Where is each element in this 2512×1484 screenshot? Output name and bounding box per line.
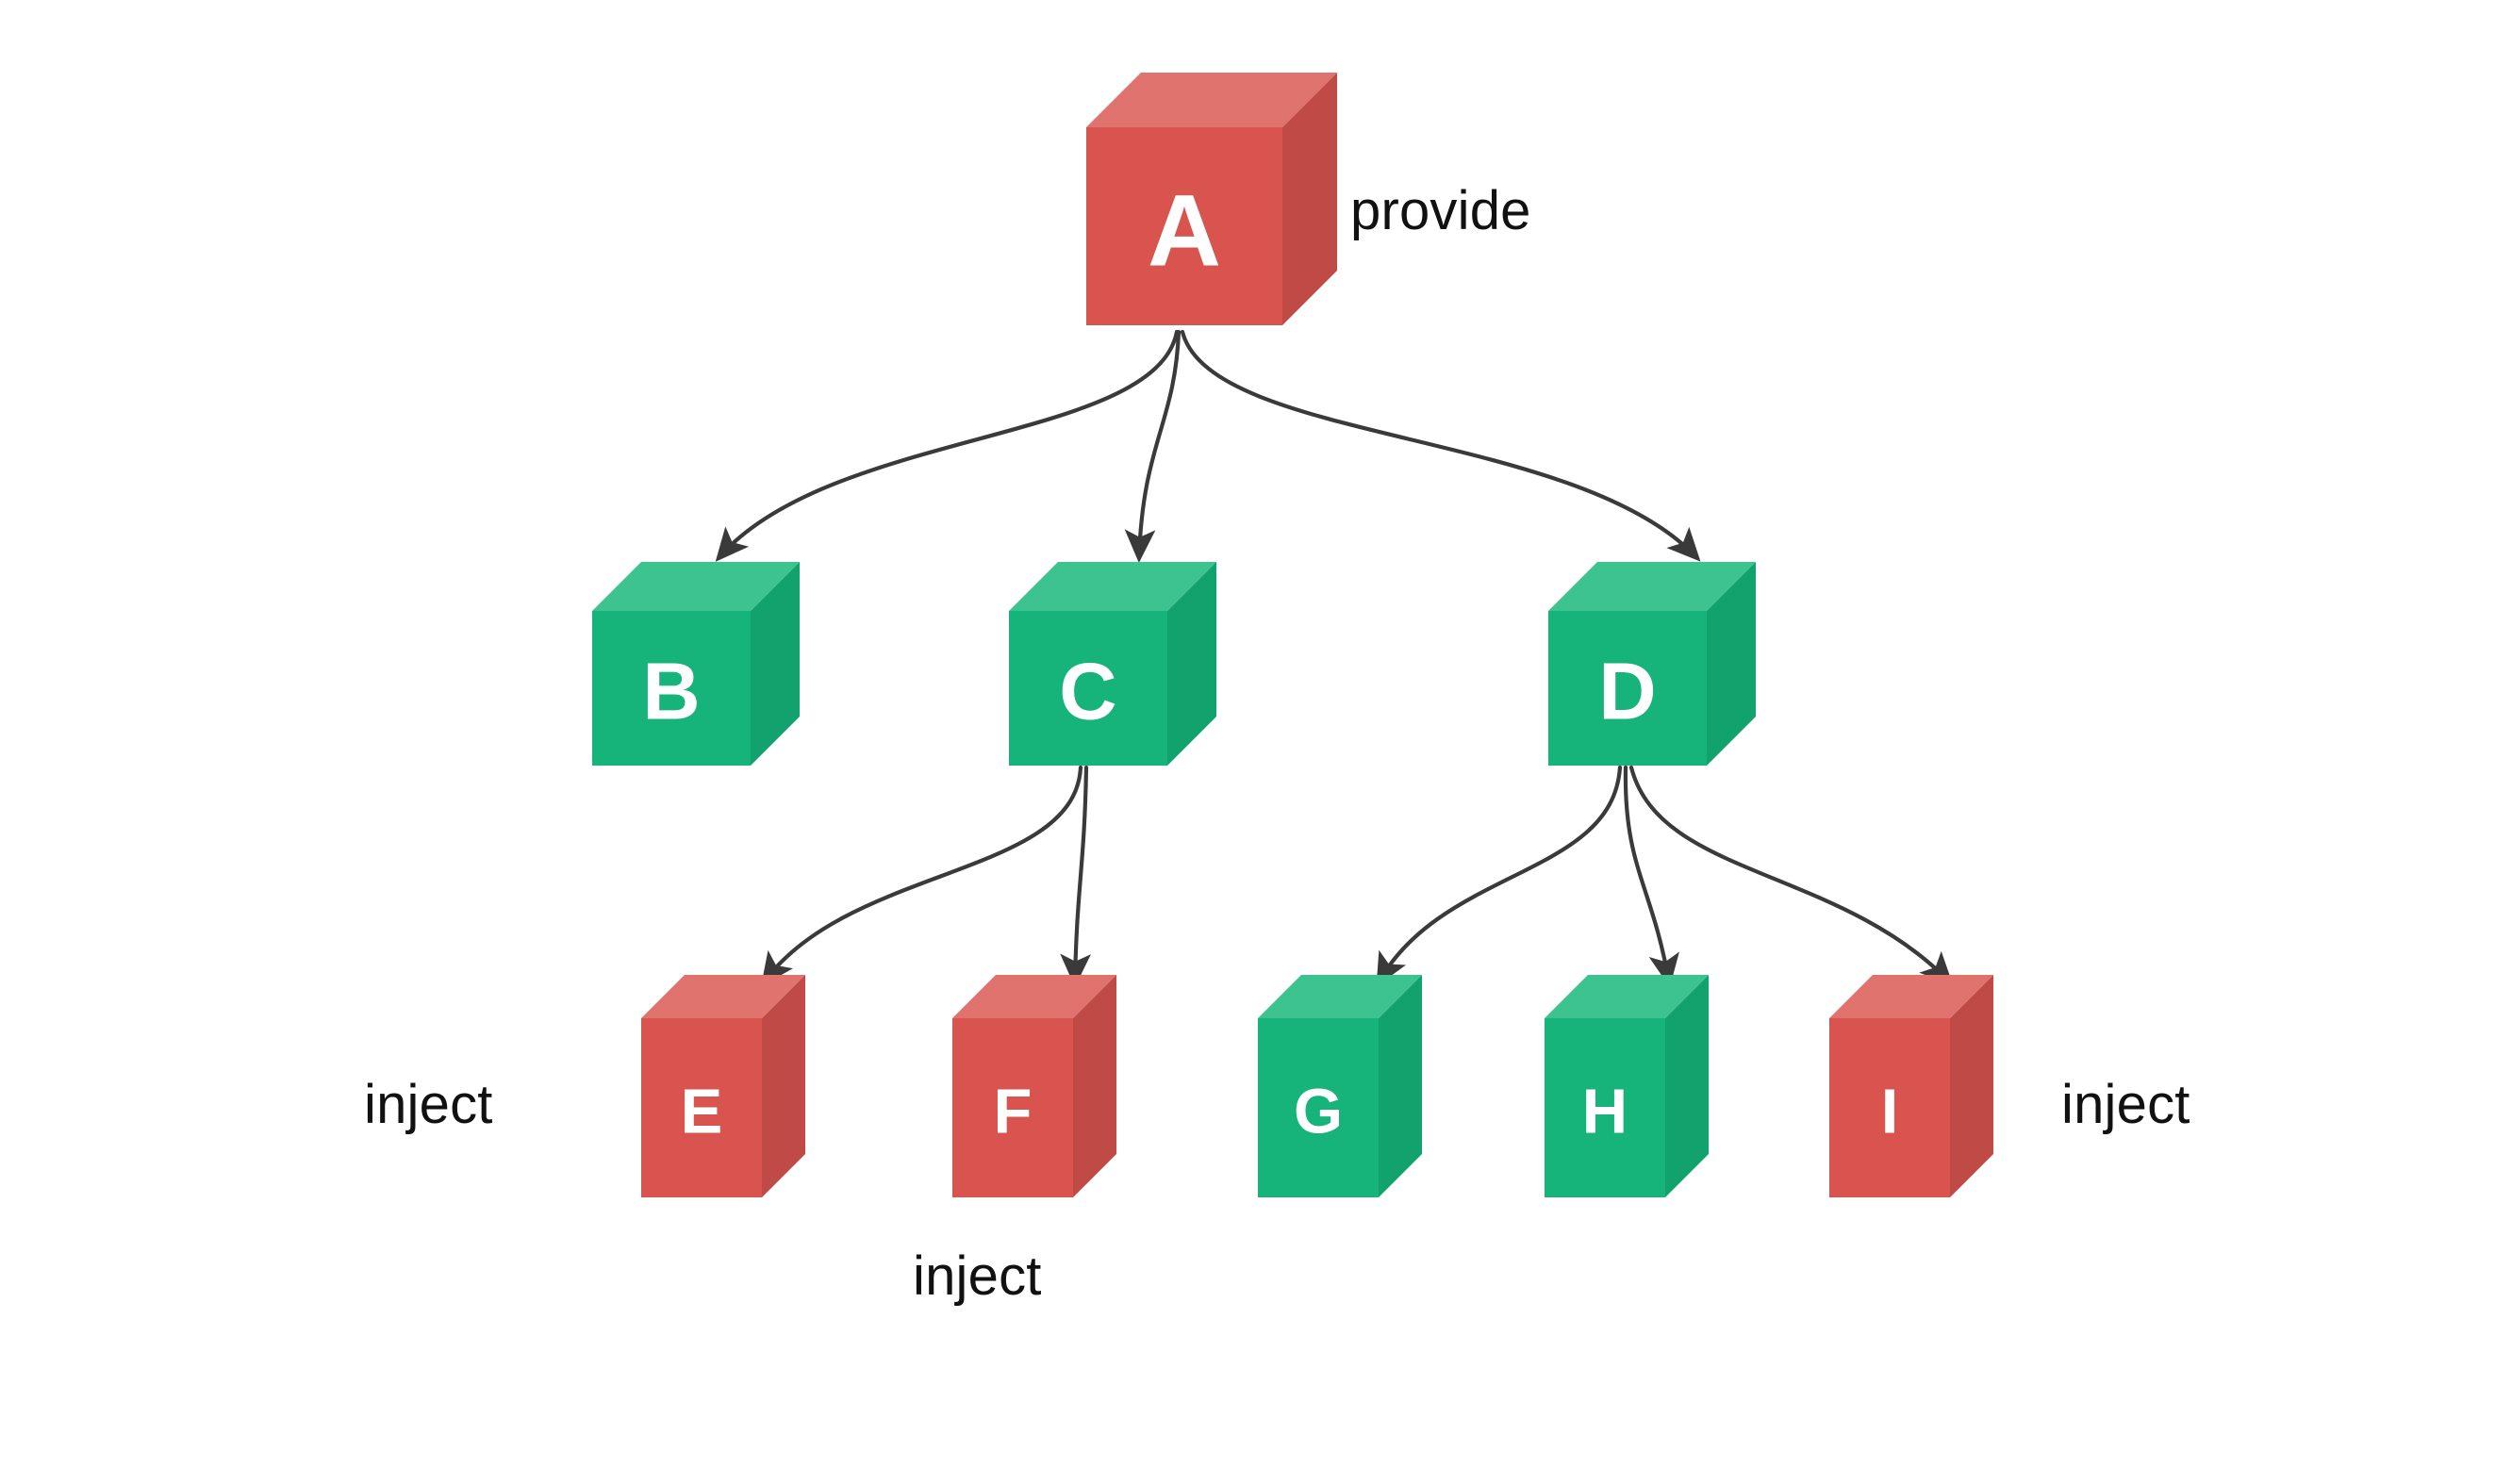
cube-front-face: [952, 1018, 1073, 1197]
cube-b-letter: B: [642, 648, 700, 737]
inject-label-left: inject: [364, 1074, 493, 1135]
cube-node-h[interactable]: H: [1545, 975, 1709, 1197]
cube-front-face: [1545, 1018, 1665, 1197]
cube-node-b[interactable]: B: [592, 562, 800, 766]
cube-front-face: [641, 1018, 762, 1197]
cube-i-letter: I: [1881, 1077, 1899, 1147]
cube-g-letter: G: [1294, 1077, 1343, 1147]
cube-e-shape: E: [641, 975, 805, 1197]
edge-a-to-b: [715, 329, 1180, 562]
edge-d-to-h: [1623, 765, 1679, 987]
cube-node-f[interactable]: F: [952, 975, 1116, 1197]
cube-top-face: [1009, 562, 1216, 611]
cube-d-letter: D: [1598, 648, 1656, 737]
cube-g-shape: G: [1258, 975, 1422, 1197]
edge-d-to-i: [1628, 765, 1954, 986]
cube-right-face: [1073, 975, 1116, 1197]
edge-c-to-f: [1060, 765, 1091, 988]
cube-node-i[interactable]: I: [1829, 975, 1993, 1197]
cube-right-face: [1167, 562, 1216, 766]
cube-top-face: [952, 975, 1116, 1018]
cube-node-c[interactable]: C: [1009, 562, 1216, 766]
cube-node-a[interactable]: A: [1086, 73, 1337, 325]
cube-top-face: [1258, 975, 1422, 1018]
cube-right-face: [1950, 975, 1993, 1197]
cube-h-shape: H: [1545, 975, 1709, 1197]
edge-a-to-d: [1180, 329, 1701, 562]
edge-d-to-g: [1376, 765, 1623, 987]
inject-label-right: inject: [2061, 1074, 2190, 1135]
cube-front-face: [1258, 1018, 1379, 1197]
cube-node-g[interactable]: G: [1258, 975, 1422, 1197]
cube-top-face: [1829, 975, 1993, 1018]
cube-f-letter: F: [994, 1077, 1033, 1147]
cube-node-d[interactable]: D: [1548, 562, 1756, 766]
cube-front-face: [592, 611, 751, 766]
cube-node-e[interactable]: E: [641, 975, 805, 1197]
cube-c-shape: C: [1009, 562, 1216, 766]
cube-top-face: [641, 975, 805, 1018]
cube-right-face: [1282, 73, 1337, 325]
cube-b-shape: B: [592, 562, 800, 766]
cube-d-shape: D: [1548, 562, 1756, 766]
edge-a-to-c: [1124, 329, 1182, 564]
cube-right-face: [751, 562, 800, 766]
cube-right-face: [1665, 975, 1709, 1197]
cube-front-face: [1548, 611, 1707, 766]
cube-f-shape: F: [952, 975, 1116, 1197]
cube-c-letter: C: [1059, 648, 1116, 737]
cube-top-face: [1545, 975, 1709, 1018]
cube-front-face: [1086, 127, 1282, 325]
cube-right-face: [762, 975, 805, 1197]
cube-a-shape: A: [1086, 73, 1337, 325]
cube-a-letter: A: [1148, 173, 1221, 288]
cube-top-face: [592, 562, 800, 611]
cube-right-face: [1379, 975, 1422, 1197]
cube-top-face: [1086, 73, 1337, 127]
cube-top-face: [1548, 562, 1756, 611]
cube-front-face: [1829, 1018, 1950, 1197]
edge-c-to-e: [761, 765, 1083, 987]
inject-label-bottom: inject: [913, 1245, 1042, 1307]
cube-front-face: [1009, 611, 1167, 766]
cube-i-shape: I: [1829, 975, 1993, 1197]
cube-e-letter: E: [681, 1077, 723, 1147]
cube-h-letter: H: [1582, 1077, 1628, 1147]
cube-right-face: [1707, 562, 1756, 766]
provide-label: provide: [1350, 180, 1531, 241]
